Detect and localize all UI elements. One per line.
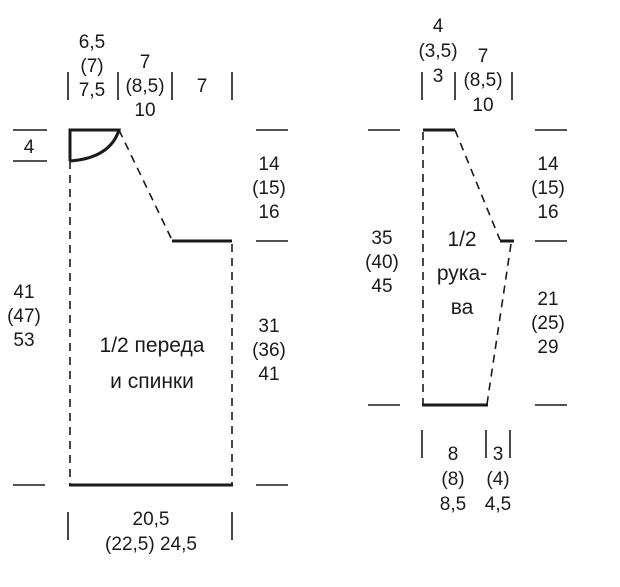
body-shoulder-width-label: 10 — [134, 100, 155, 121]
sleeve-increase-width-label: (4) — [486, 469, 509, 490]
body-side-height-label: 41 — [258, 364, 279, 385]
body-side-height-label: (36) — [252, 340, 286, 361]
body-piece: 6,5 (7) 7,5 7 (8,5) 10 7 4 41 (47) 53 14… — [7, 32, 288, 555]
sleeve-top-width-label: (3,5) — [418, 41, 457, 62]
body-total-height-label: 41 — [13, 282, 34, 303]
sleeve-cap-height-label: 14 — [537, 154, 559, 175]
body-piece-title: и спинки — [110, 370, 194, 393]
body-side-height-label: 31 — [258, 316, 279, 337]
sleeve-increase-width-label: 3 — [493, 444, 504, 465]
sleeve-lower-height-label: 29 — [537, 337, 558, 358]
body-armhole-height-label: 14 — [258, 154, 280, 175]
sleeve-total-height-label: 35 — [371, 228, 392, 249]
body-neck-width-label: 6,5 — [79, 32, 105, 53]
sleeve-cap-width-label: (8,5) — [463, 70, 502, 91]
sleeve-total-height-label: (40) — [365, 252, 399, 273]
sleeve-bottom-width-label: (8) — [441, 469, 464, 490]
sleeve-total-height-label: 45 — [371, 276, 392, 297]
body-armhole-height-label: 16 — [258, 202, 279, 223]
body-total-height-label: 53 — [13, 330, 34, 351]
sleeve-bottom-width-label: 8 — [448, 444, 459, 465]
sleeve-cap-width-label: 7 — [478, 46, 489, 67]
sleeve-seam — [486, 243, 512, 405]
sleeve-piece-title: ва — [451, 296, 474, 319]
body-shoulder-width-label: 7 — [140, 52, 151, 73]
body-bottom-width-label: (22,5) 24,5 — [105, 534, 197, 555]
sleeve-piece: 4 (3,5) 3 7 (8,5) 10 35 (40) 45 14 (15) … — [365, 16, 567, 515]
sleeve-lower-height-label: (25) — [531, 313, 565, 334]
sleeve-cap-slope — [454, 129, 501, 241]
sleeve-cap-height-label: (15) — [531, 178, 565, 199]
sleeve-increase-width-label: 4,5 — [485, 494, 511, 515]
body-armhole-height-label: (15) — [252, 178, 286, 199]
sleeve-cap-height-label: 16 — [537, 202, 558, 223]
body-neck-depth-label: 4 — [24, 137, 35, 158]
sleeve-piece-title: 1/2 — [447, 228, 476, 251]
sleeve-bottom-width-label: 8,5 — [440, 494, 466, 515]
sleeve-piece-title: рука- — [437, 262, 487, 285]
sleeve-top-width-label: 4 — [433, 16, 444, 37]
body-shoulder-slope — [118, 129, 173, 241]
body-piece-title: 1/2 переда — [100, 334, 205, 357]
body-neck-width-label: (7) — [80, 56, 103, 77]
sleeve-cap-width-label: 10 — [472, 95, 493, 116]
sleeve-lower-height-label: 21 — [537, 289, 558, 310]
sleeve-top-width-label: 3 — [433, 66, 444, 87]
body-side-width-label: 7 — [197, 76, 208, 97]
body-neck-width-label: 7,5 — [79, 80, 105, 101]
body-total-height-label: (47) — [7, 306, 41, 327]
body-bottom-width-label: 20,5 — [133, 509, 170, 530]
body-shoulder-width-label: (8,5) — [125, 76, 164, 97]
body-neckline — [68, 128, 122, 163]
